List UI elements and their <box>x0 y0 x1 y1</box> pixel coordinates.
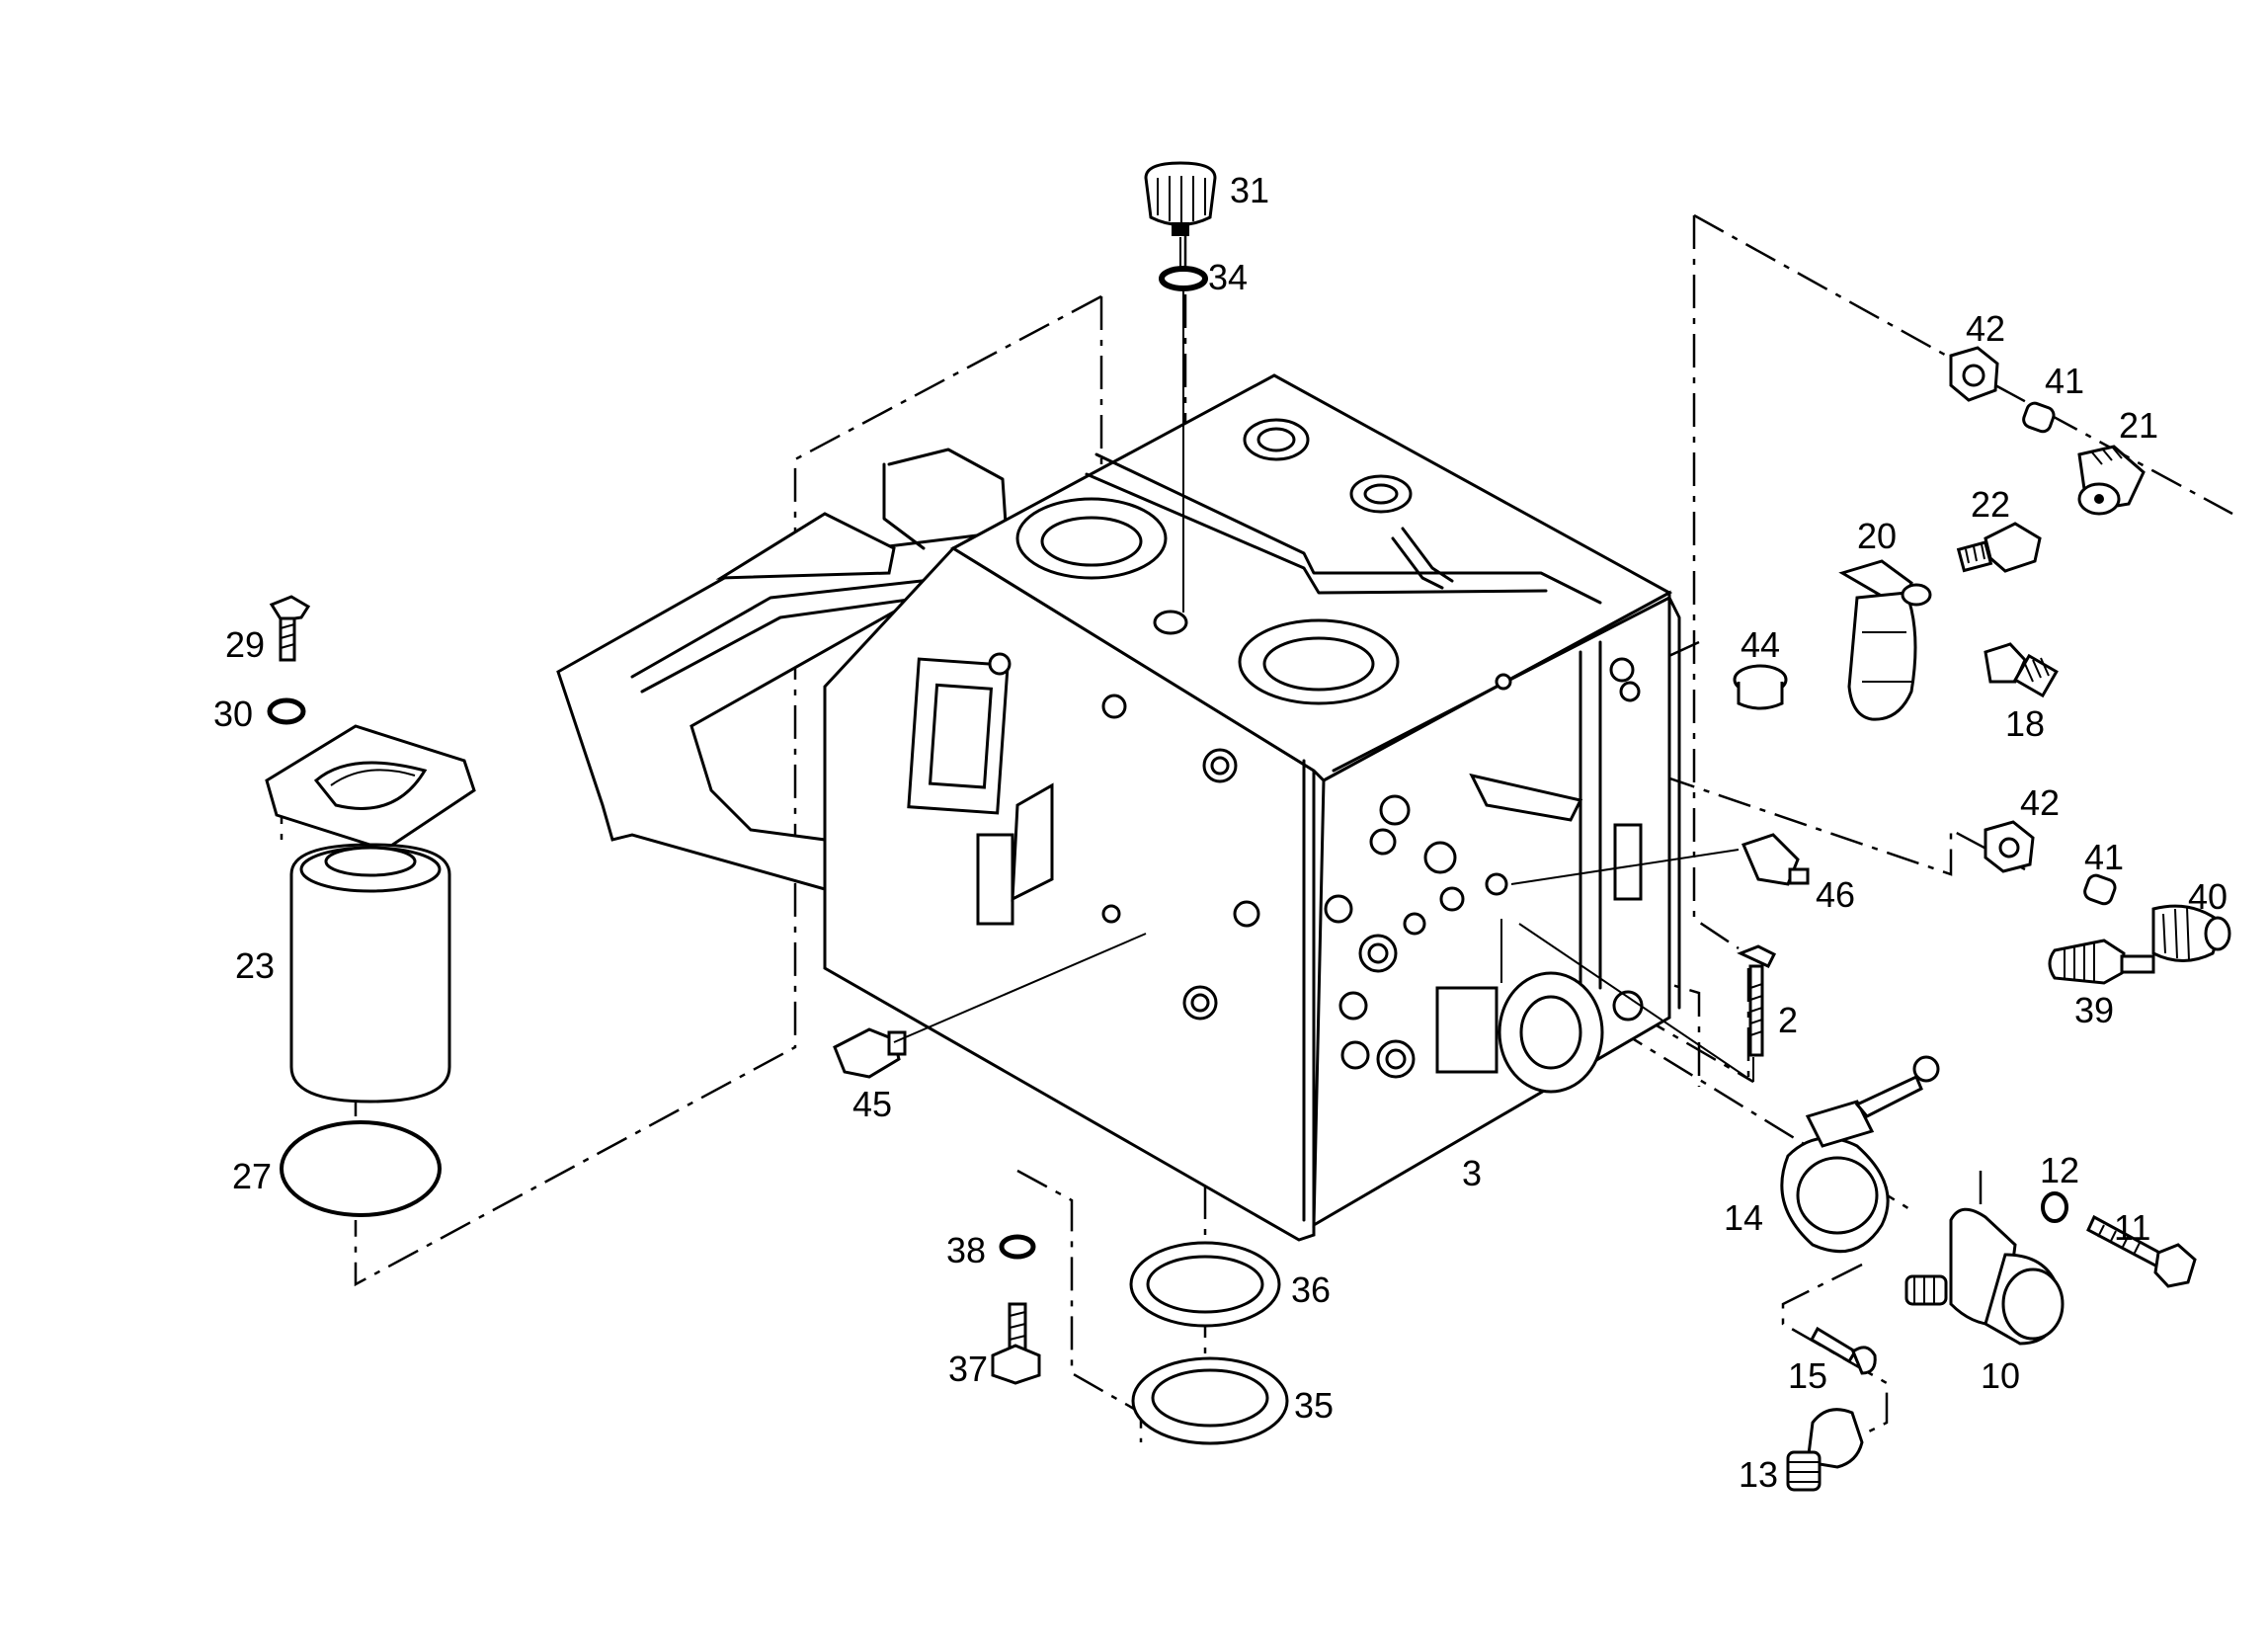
label-27: 27 <box>232 1156 272 1196</box>
filter-cover <box>265 724 476 852</box>
label-41-top: 41 <box>2045 361 2084 401</box>
part-40-elbow <box>2151 904 2231 962</box>
label-42-top: 42 <box>1966 308 2005 349</box>
part-30-washer <box>267 697 306 725</box>
part-14-butterfly-valve <box>1780 1055 1940 1254</box>
label-13: 13 <box>1739 1454 1778 1495</box>
part-21-elbow <box>2077 445 2146 516</box>
right-face-fittings <box>1324 657 1644 1079</box>
label-22: 22 <box>1971 484 2010 525</box>
label-21: 21 <box>2119 405 2158 446</box>
label-15: 15 <box>1788 1355 1827 1396</box>
label-11: 11 <box>2114 1207 2150 1248</box>
part-15-screw <box>1809 1326 1877 1375</box>
label-42-bottom: 42 <box>2020 782 2060 823</box>
label-37: 37 <box>948 1349 988 1389</box>
part-labels: 31 34 29 30 23 27 45 3 38 37 36 35 44 46… <box>213 170 2228 1495</box>
label-29: 29 <box>225 624 265 665</box>
label-46: 46 <box>1816 874 1855 915</box>
part-42-nut-top <box>1949 346 1999 402</box>
part-34-seal-ring <box>1159 266 1208 291</box>
label-10: 10 <box>1981 1355 2020 1396</box>
label-38: 38 <box>946 1230 986 1270</box>
label-45: 45 <box>852 1084 892 1124</box>
part-2-bolt <box>1737 944 1777 1057</box>
part-39-fitting <box>2048 939 2155 985</box>
part-13-elbow <box>1786 1408 1864 1492</box>
part-36-gasket <box>1129 1241 1281 1328</box>
part-27-o-ring <box>280 1120 442 1217</box>
part-31-breather-cap <box>1144 161 1217 236</box>
label-12: 12 <box>2040 1150 2079 1190</box>
label-36: 36 <box>1291 1269 1331 1310</box>
label-34: 34 <box>1208 257 1248 297</box>
part-29-bolt <box>269 595 311 662</box>
part-38-washer <box>999 1234 1036 1260</box>
label-18: 18 <box>2005 703 2045 744</box>
part-12-washer <box>2041 1191 2068 1223</box>
part-45-plug <box>833 1027 907 1079</box>
label-14: 14 <box>1724 1197 1763 1238</box>
label-40: 40 <box>2188 876 2228 917</box>
part-44-plug <box>1733 664 1788 710</box>
part-35-flange <box>1131 1356 1289 1445</box>
label-30: 30 <box>213 694 253 734</box>
leader-lines <box>893 237 1754 1083</box>
label-39: 39 <box>2074 990 2114 1030</box>
part-42-nut-bottom <box>1984 820 2035 873</box>
label-23: 23 <box>235 945 275 986</box>
label-31: 31 <box>1230 170 1269 210</box>
label-44: 44 <box>1741 624 1780 665</box>
part-22-fitting <box>1956 522 2042 573</box>
tank-body <box>556 373 1681 1242</box>
part-41-sleeve-bottom <box>2083 873 2117 906</box>
part-20-inline-filter <box>1838 559 1932 721</box>
label-3: 3 <box>1462 1153 1482 1193</box>
part-37-screw <box>991 1302 1041 1385</box>
front-face-plugs <box>988 652 1260 1021</box>
part-46-pressure-switch <box>1741 833 1810 886</box>
part-41-sleeve-top <box>2022 401 2056 434</box>
part-11-bolt <box>2086 1214 2197 1288</box>
label-2: 2 <box>1778 1000 1798 1040</box>
label-41-bottom: 41 <box>2084 837 2124 877</box>
label-35: 35 <box>1294 1385 1334 1426</box>
part-18-fitting <box>1984 642 2059 698</box>
label-20: 20 <box>1857 516 1897 556</box>
part-23-filter-element <box>289 843 451 1104</box>
part-10-suction-flange <box>1904 1207 2065 1346</box>
